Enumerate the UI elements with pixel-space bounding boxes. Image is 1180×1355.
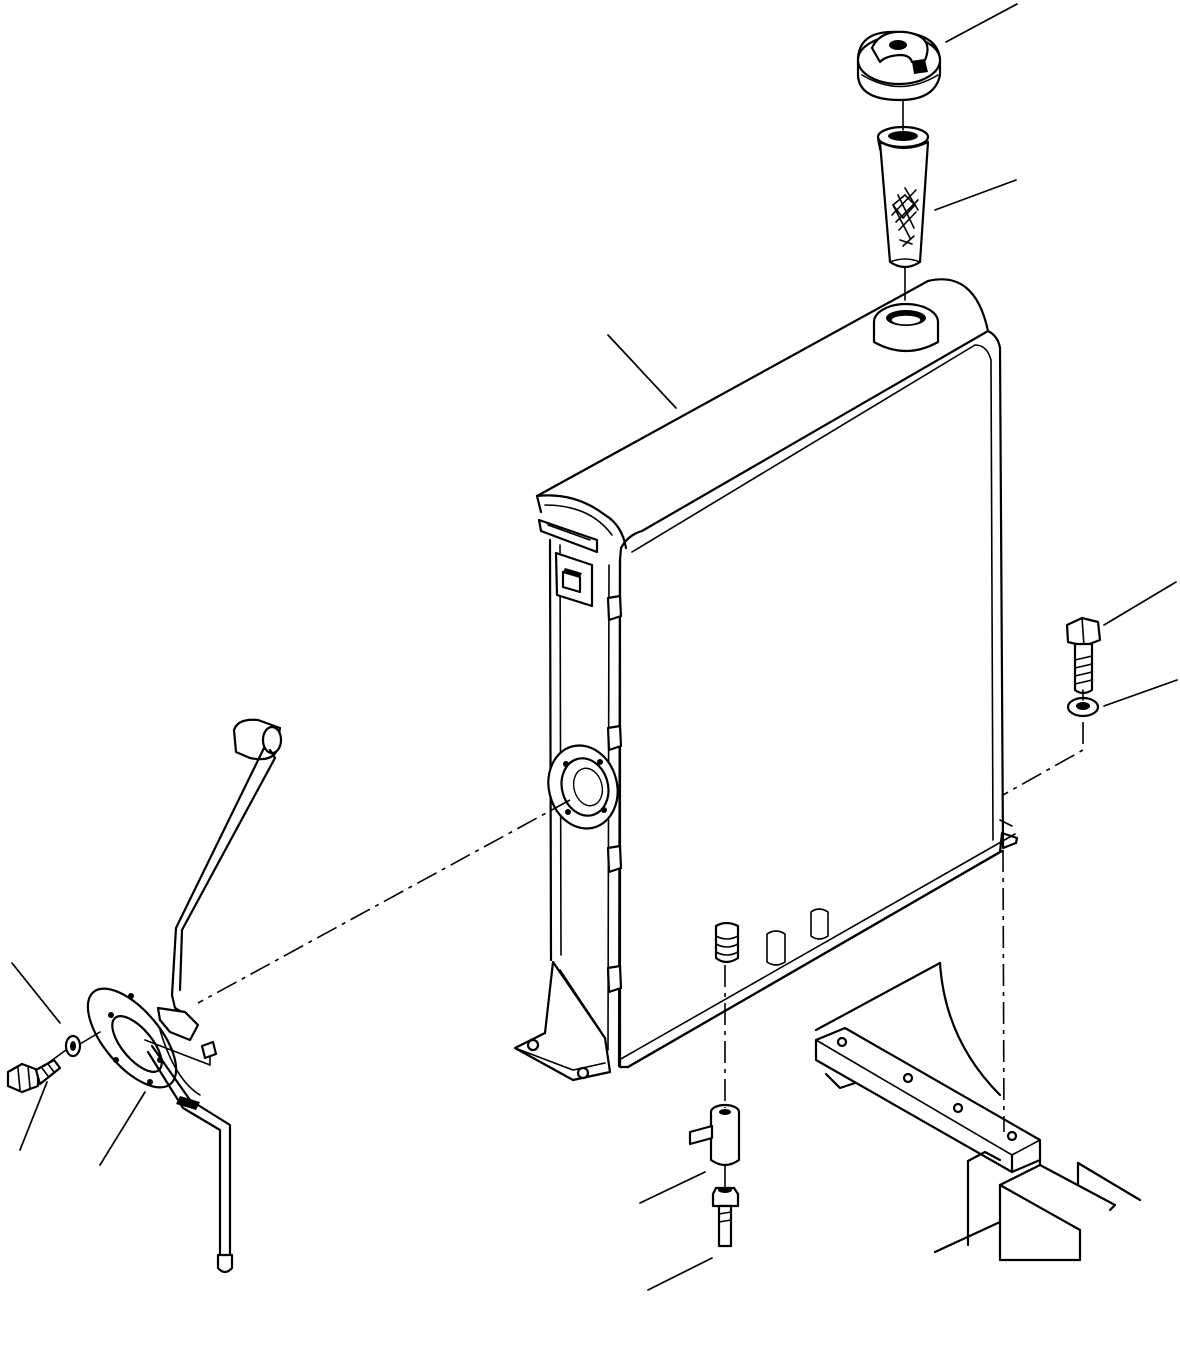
filler-cap-icon xyxy=(856,30,942,102)
fuel-tank-icon xyxy=(513,278,1019,1082)
center-lines xyxy=(43,99,1084,1189)
drain-plug-icon xyxy=(711,1186,740,1248)
mounting-bolt-icon xyxy=(6,1058,62,1094)
fuel-level-sender-icon xyxy=(86,718,283,1274)
washer-icon xyxy=(64,1034,82,1058)
mounting-bolt-icon xyxy=(1065,616,1102,695)
strainer-icon xyxy=(876,125,930,269)
drain-valve-icon xyxy=(688,1103,741,1167)
leader-lines xyxy=(11,3,1178,1291)
frame-bracket-icon xyxy=(814,961,1142,1262)
